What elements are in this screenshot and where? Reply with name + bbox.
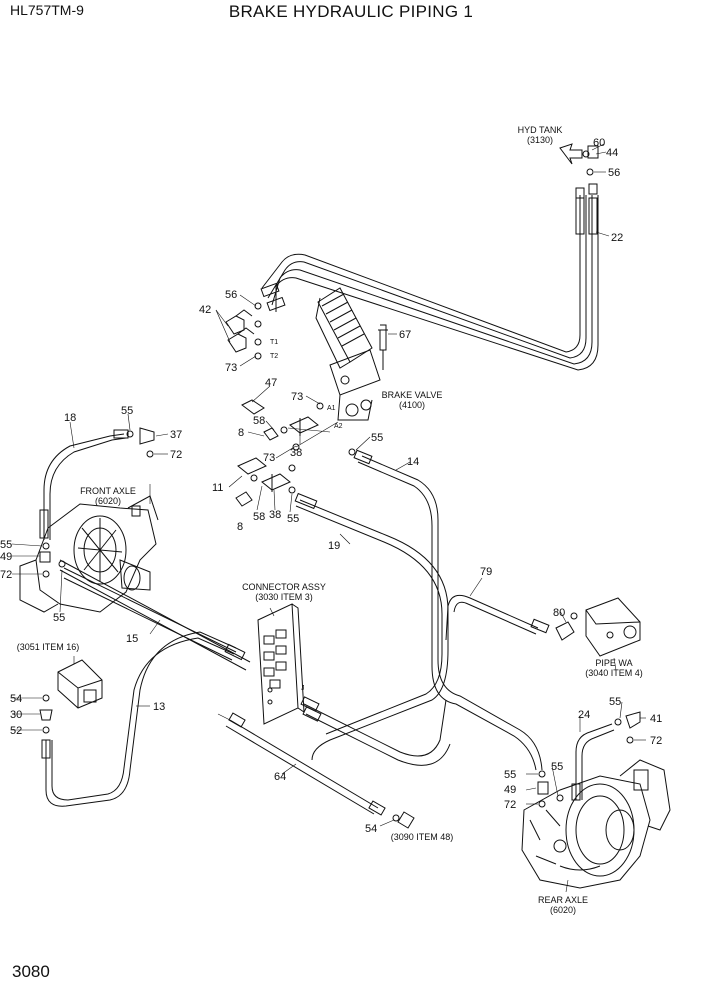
- part-58-a: 58: [253, 415, 265, 427]
- part-numbers: 60 44 56 22 56 42 73 67 47 73 58 8 38 55…: [0, 137, 662, 835]
- rear-axle: [521, 759, 671, 889]
- solenoid-valve: [39, 659, 103, 734]
- part-55-a: 55: [371, 432, 383, 444]
- hose-13: [41, 631, 237, 807]
- connector-assy: [257, 603, 305, 725]
- brake-valve: [315, 287, 388, 421]
- pipe-wa-label: PIPE WA: [595, 658, 632, 668]
- rear-axle-ref: (6020): [550, 905, 576, 915]
- front-axle-label: FRONT AXLE: [80, 486, 136, 496]
- hose-18: [39, 427, 155, 540]
- part-52: 52: [10, 725, 22, 737]
- part-80: 80: [553, 607, 565, 619]
- part-72-d: 72: [504, 799, 516, 811]
- part-56-tank: 56: [608, 167, 620, 179]
- hose-22: [260, 195, 599, 371]
- part-79: 79: [480, 566, 492, 578]
- hyd-tank-label: HYD TANK: [518, 125, 563, 135]
- part-42: 42: [199, 304, 211, 316]
- solenoid-ref: (3051 ITEM 16): [17, 642, 80, 652]
- port-t1: T1: [270, 339, 278, 346]
- part-55-d: 55: [0, 539, 12, 551]
- front-axle-fittings: [39, 542, 66, 578]
- part-22: 22: [611, 232, 623, 244]
- port-a2: A2: [334, 423, 343, 430]
- elbow-fittings-42: [225, 302, 262, 360]
- part-11: 11: [212, 482, 223, 494]
- part-55-g: 55: [504, 769, 516, 781]
- pipe-wa: [555, 597, 641, 657]
- hose-14: [348, 448, 543, 771]
- model-code: HL757TM-9: [10, 2, 84, 18]
- part-72-b: 72: [0, 569, 12, 581]
- hose-connector-rear: [300, 696, 451, 766]
- part-13: 13: [153, 701, 165, 713]
- part-15: 15: [126, 633, 138, 645]
- part-18: 18: [64, 412, 76, 424]
- connector-assy-ref: (3030 ITEM 3): [255, 592, 313, 602]
- part-49-a: 49: [0, 551, 12, 563]
- hose-24: [571, 711, 641, 801]
- part-72-a: 72: [170, 449, 182, 461]
- part-56-valve: 56: [225, 289, 237, 301]
- part-55-c: 55: [121, 405, 133, 417]
- leader-lines: [11, 143, 646, 893]
- part-24: 24: [578, 709, 590, 721]
- part-54-b: 54: [365, 823, 377, 835]
- part-64: 64: [274, 771, 286, 783]
- pipe-wa-ref: (3040 ITEM 4): [585, 668, 643, 678]
- brake-valve-ref: (4100): [399, 400, 425, 410]
- part-30: 30: [10, 709, 22, 721]
- part-67: 67: [399, 329, 411, 341]
- front-axle-ref: (6020): [95, 496, 121, 506]
- part-55-e: 55: [53, 612, 65, 624]
- hyd-tank-ref: (3130): [527, 135, 553, 145]
- part-38-b: 38: [269, 509, 281, 521]
- port-t2: T2: [270, 353, 278, 360]
- page-title: BRAKE HYDRAULIC PIPING 1: [228, 2, 474, 21]
- part-73-c: 73: [263, 452, 275, 464]
- port-labels: T1 T2 A1 A2 J: [270, 339, 343, 692]
- part-49-b: 49: [504, 784, 516, 796]
- brake-valve-label: BRAKE VALVE: [382, 390, 443, 400]
- part-8-b: 8: [237, 521, 243, 533]
- part-55-h: 55: [551, 761, 563, 773]
- part-8-a: 8: [238, 427, 244, 439]
- rear-axle-fittings: [537, 770, 564, 808]
- hose-79: [445, 594, 550, 641]
- part-55-b: 55: [287, 513, 299, 525]
- front-axle: [19, 495, 251, 671]
- part-73-a: 73: [225, 362, 237, 374]
- part-14: 14: [407, 456, 419, 468]
- rear-axle-label: REAR AXLE: [538, 895, 588, 905]
- part-44: 44: [606, 147, 618, 159]
- port-a1: A1: [327, 405, 336, 412]
- part-58-b: 58: [253, 511, 265, 523]
- part-73-b: 73: [291, 391, 303, 403]
- page-number: 3080: [12, 962, 50, 981]
- item-3090-ref: (3090 ITEM 48): [391, 832, 454, 842]
- connector-assy-label: CONNECTOR ASSY: [242, 582, 326, 592]
- hose-15: [63, 567, 246, 661]
- hyd-tank-fittings: [559, 143, 599, 199]
- hose-19: [294, 492, 449, 761]
- part-54-a: 54: [10, 693, 22, 705]
- part-38-a: 38: [290, 447, 302, 459]
- part-19: 19: [328, 540, 340, 552]
- part-47: 47: [265, 377, 277, 389]
- part-72-c: 72: [650, 735, 662, 747]
- part-37: 37: [170, 429, 182, 441]
- tee-fittings: [235, 399, 339, 507]
- port-j: J: [301, 685, 305, 692]
- part-55-f: 55: [609, 696, 621, 708]
- captions: HYD TANK (3130) BRAKE VALVE (4100) FRONT…: [17, 125, 643, 915]
- hose-64: [217, 712, 415, 829]
- part-60: 60: [593, 137, 605, 149]
- part-41: 41: [650, 713, 662, 725]
